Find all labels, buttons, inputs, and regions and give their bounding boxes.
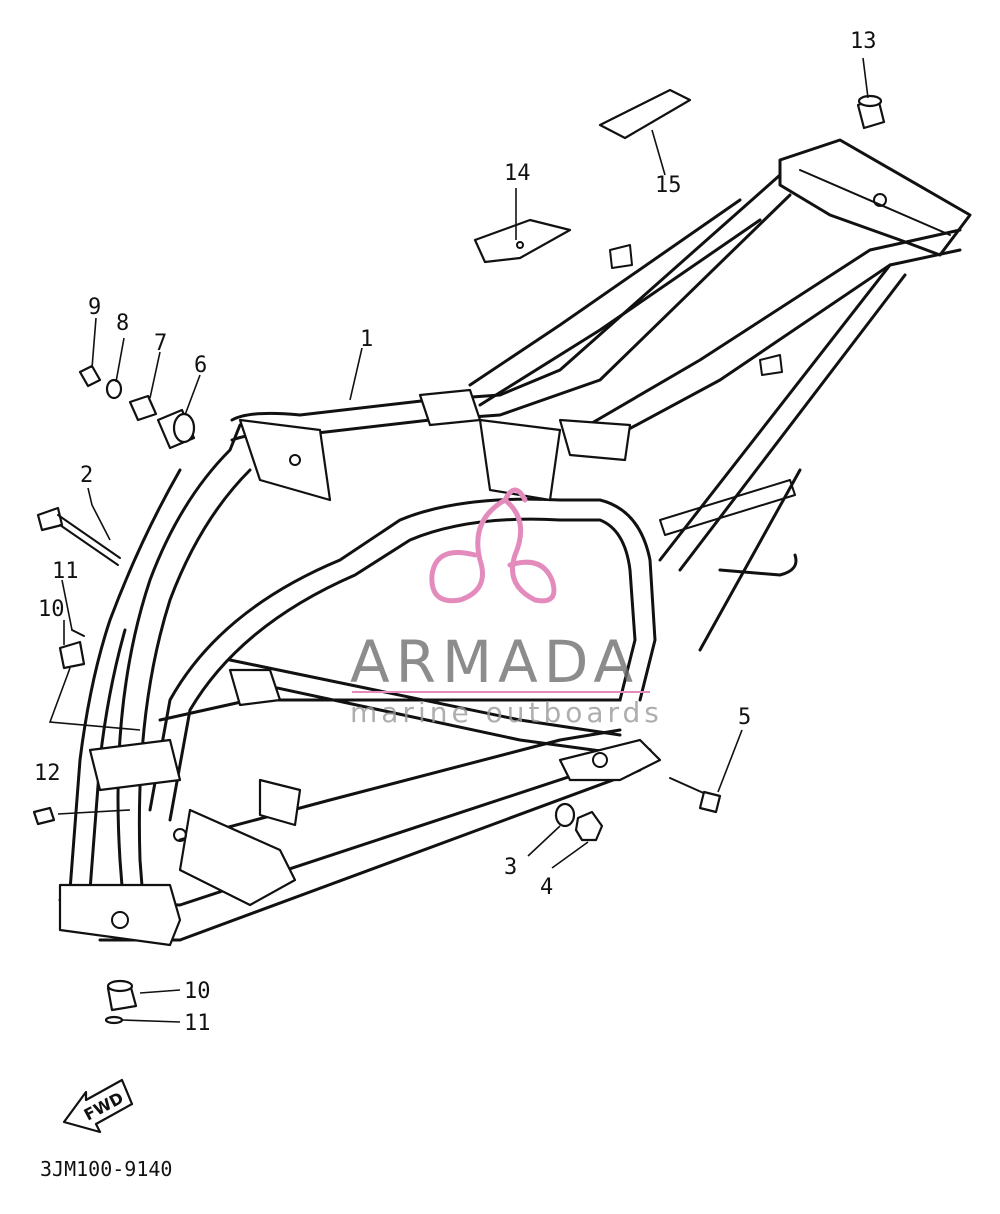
callout-12: 12	[34, 761, 61, 786]
armada-logo-icon	[429, 487, 557, 604]
callout-13: 13	[850, 29, 877, 54]
part-10a-damper	[58, 640, 86, 670]
callout-7: 7	[154, 331, 167, 356]
watermark-name: ARMADA	[350, 628, 639, 696]
part-6-bush	[156, 408, 196, 450]
part-14-pad	[473, 218, 572, 264]
part-12-nipple	[32, 806, 56, 826]
leader-lines	[48, 57, 869, 1023]
callout-15: 15	[655, 173, 682, 198]
callout-6: 6	[194, 353, 207, 378]
part-2-bolt	[36, 506, 121, 566]
callout-3: 3	[504, 855, 517, 880]
part-4-nut	[574, 810, 604, 842]
callout-2: 2	[80, 463, 93, 488]
frame-drawing	[58, 138, 972, 947]
callout-8: 8	[116, 311, 129, 336]
part-11b-pin	[104, 1015, 124, 1025]
part-9-bolt	[78, 364, 102, 388]
callout-10-lower: 10	[184, 979, 211, 1004]
callout-9: 9	[88, 295, 101, 320]
part-5-bolt	[669, 777, 722, 814]
part-8-washer	[105, 378, 123, 400]
callout-11-upper: 11	[52, 559, 79, 584]
watermark-tagline: marine outboards	[350, 696, 663, 729]
part-10b-damper	[106, 979, 138, 1012]
fwd-arrow-icon: FWD	[62, 1078, 134, 1134]
watermark: ARMADA marine outboards	[350, 487, 663, 729]
diagram-code: 3JM100-9140	[40, 1157, 172, 1181]
callout-10-upper: 10	[38, 597, 65, 622]
callout-labels: 13 15 14 1 9 8 7 6 2 11 10 12 10 11 3 4 …	[34, 29, 877, 1036]
small-parts	[32, 88, 886, 1025]
part-13-damper	[856, 94, 886, 130]
part-7-collar	[128, 394, 158, 422]
callout-14: 14	[504, 161, 531, 186]
part-3-washer	[554, 802, 576, 828]
part-15-label	[598, 88, 692, 140]
callout-1: 1	[360, 327, 373, 352]
callout-4: 4	[540, 875, 553, 900]
part-11a-pin	[71, 629, 85, 637]
callout-11-lower: 11	[184, 1011, 211, 1036]
callout-5: 5	[738, 705, 751, 730]
